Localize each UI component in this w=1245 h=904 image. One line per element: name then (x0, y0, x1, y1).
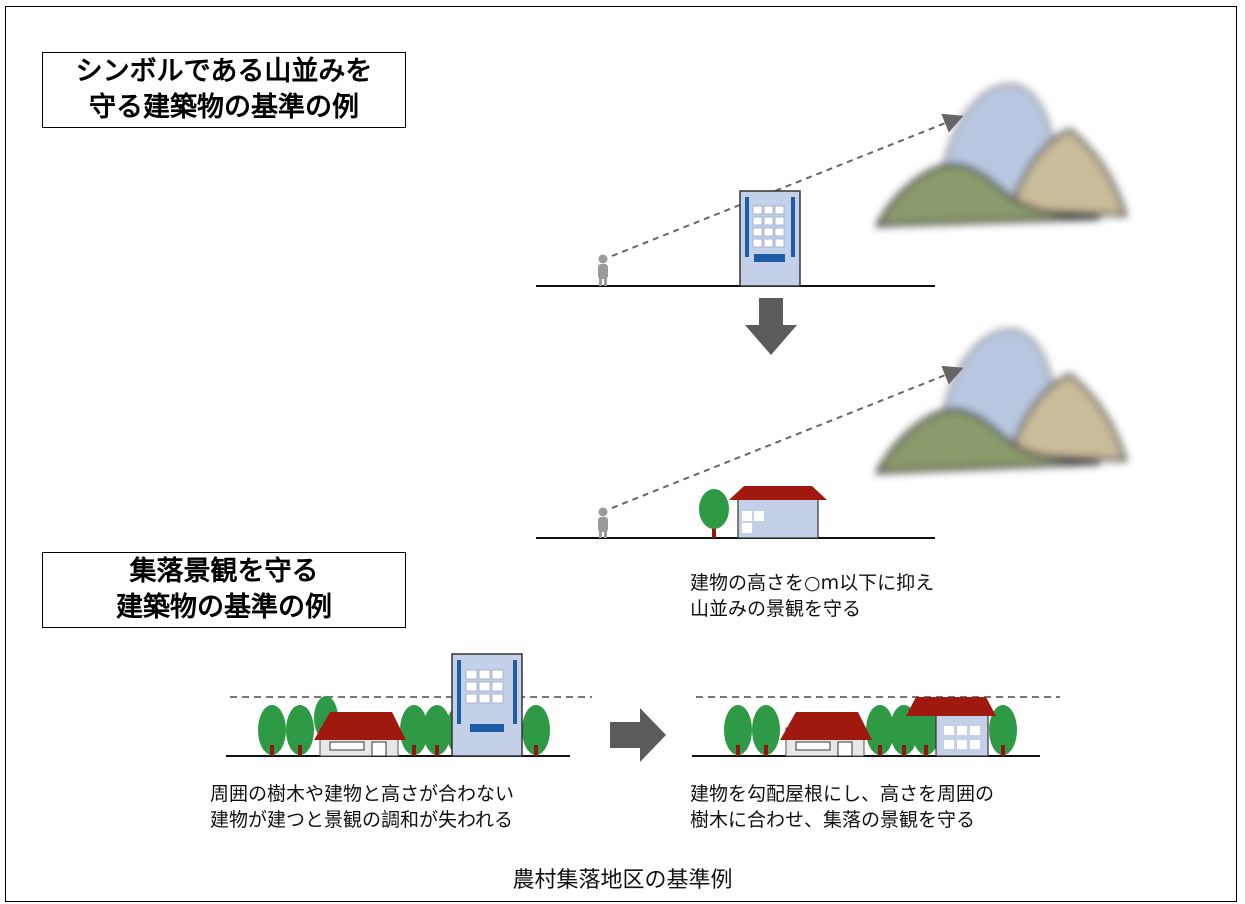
down-arrow-icon (745, 298, 797, 355)
sightline-top (611, 113, 964, 257)
figure-caption: 農村集落地区の基準例 (512, 868, 733, 893)
tall-building-icon (739, 190, 801, 287)
tree-icon (699, 489, 729, 538)
height-limit-note: 建物の高さを○m以下に抑え 山並みの景観を守る (690, 570, 934, 622)
bottom-section-title: 集落景観を守る 建築物の基準の例 (42, 552, 406, 628)
top-section-title: シンボルである山並みを 守る建築物の基準の例 (42, 52, 406, 128)
good-note-line2: 樹木に合わせ、集落の景観を守る (690, 809, 976, 831)
bad-example-note: 周囲の樹木や建物と高さが合わない 建物が建つと景観の調和が失われる (210, 781, 514, 833)
bottom-title-line2: 建築物の基準の例 (116, 592, 332, 623)
person-icon (598, 254, 608, 286)
tall-building-bad-icon (451, 653, 523, 757)
sightline-middle (611, 365, 964, 509)
bottom-title-line1: 集落景観を守る (129, 556, 319, 587)
bad-note-line2: 建物が建つと景観の調和が失われる (210, 809, 514, 831)
height-note-line1: 建物の高さを○m以下に抑え (690, 572, 935, 594)
top-title-line1: シンボルである山並みを (75, 56, 373, 87)
house-icon-left (314, 712, 406, 757)
trees-right (724, 705, 1017, 755)
right-arrow-icon (610, 708, 666, 762)
pitched-roof-building-icon (906, 697, 996, 757)
person-icon (598, 507, 608, 538)
height-note-line2: 山並みの景観を守る (690, 598, 862, 620)
mountains-top (874, 83, 1128, 228)
top-title-line2: 守る建築物の基準の例 (89, 92, 359, 123)
good-note-line1: 建物を勾配屋根にし、高さを周囲の (690, 783, 995, 805)
mountains-middle (874, 328, 1128, 475)
bad-note-line1: 周囲の樹木や建物と高さが合わない (210, 783, 515, 805)
low-house-icon (729, 486, 827, 539)
tree-trunks-right (736, 745, 1005, 756)
house-icon-right (780, 712, 872, 757)
good-example-note: 建物を勾配屋根にし、高さを周囲の 樹木に合わせ、集落の景観を守る (690, 781, 994, 833)
